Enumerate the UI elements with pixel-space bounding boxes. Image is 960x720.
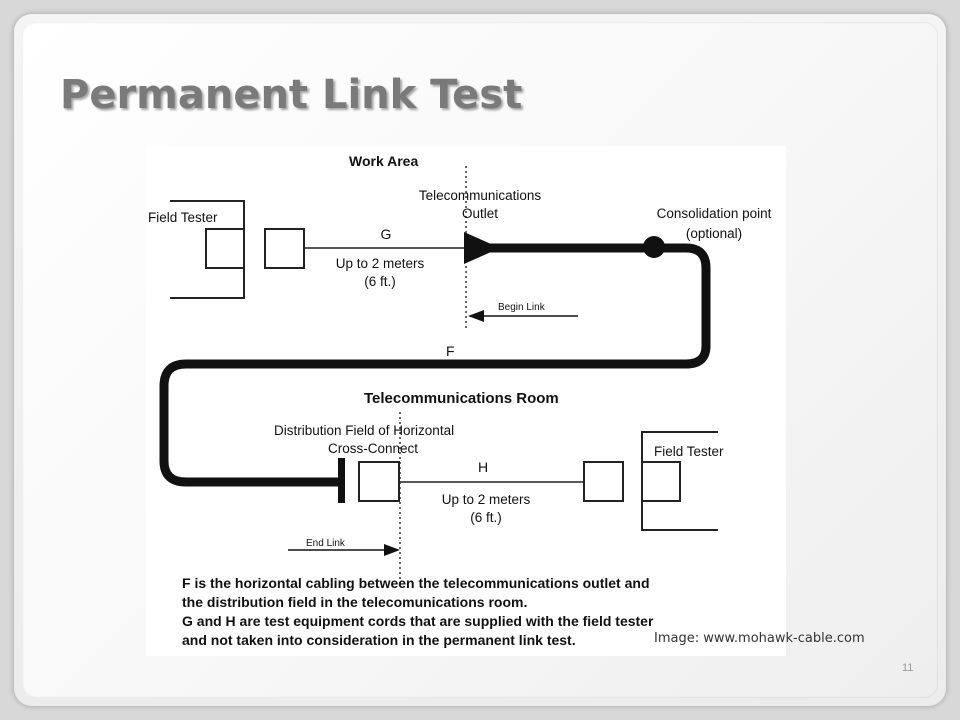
- cord-h-connector-right: [583, 461, 624, 502]
- cord-g-length-line2: (6 ft.): [364, 274, 396, 289]
- cord-g-label: G: [381, 226, 392, 242]
- distribution-label-line1: Distribution Field of Horizontal: [274, 423, 454, 438]
- field-tester-top-label: Field Tester: [148, 210, 218, 225]
- distribution-label-line2: Cross-Connect: [328, 441, 418, 456]
- field-tester-top-port: [205, 228, 245, 269]
- field-tester-bottom-port: [641, 461, 681, 502]
- distribution-field-bar: [338, 458, 345, 503]
- permanent-link-diagram: Work Area Telecommunications Outlet Cons…: [146, 146, 786, 656]
- caption-line-3: G and H are test equipment cords that ar…: [182, 613, 654, 629]
- consolidation-label-line2: (optional): [686, 226, 742, 241]
- cord-g-length-line1: Up to 2 meters: [336, 256, 425, 271]
- horizontal-cable-f: [159, 243, 711, 487]
- diagram-svg: Work Area Telecommunications Outlet Cons…: [148, 153, 772, 586]
- field-tester-bottom-label: Field Tester: [654, 444, 724, 459]
- consolidation-label-line1: Consolidation point: [657, 206, 772, 221]
- cord-h-length-line2: (6 ft.): [470, 510, 502, 525]
- consolidation-point-icon: [643, 236, 665, 258]
- end-link-label: End Link: [306, 538, 346, 549]
- caption-line-1: F is the horizontal cabling between the …: [182, 575, 650, 591]
- image-credit: Image: www.mohawk-cable.com: [654, 631, 865, 646]
- cord-h-length-line1: Up to 2 meters: [442, 492, 531, 507]
- begin-link-arrow-head: [468, 310, 484, 322]
- caption-line-2: the distribution field in the telecomuni…: [182, 594, 528, 610]
- begin-link-label: Begin Link: [498, 302, 546, 313]
- cord-h-label: H: [478, 459, 488, 475]
- cord-h-connector-left: [358, 461, 400, 502]
- work-area-label: Work Area: [349, 153, 418, 169]
- cord-g-connector: [264, 228, 305, 269]
- outlet-label-line1: Telecommunications: [419, 188, 542, 203]
- outlet-label-line2: Outlet: [462, 206, 498, 221]
- telecom-room-label: Telecommunications Room: [364, 390, 559, 407]
- end-link-arrow-head: [384, 544, 400, 556]
- slide-number: 11: [902, 662, 914, 674]
- slide-title: Permanent Link Test: [60, 72, 523, 118]
- outlet-connector-icon: [464, 232, 500, 264]
- caption-line-4: and not taken into consideration in the …: [182, 632, 576, 648]
- cable-f-label: F: [446, 343, 455, 359]
